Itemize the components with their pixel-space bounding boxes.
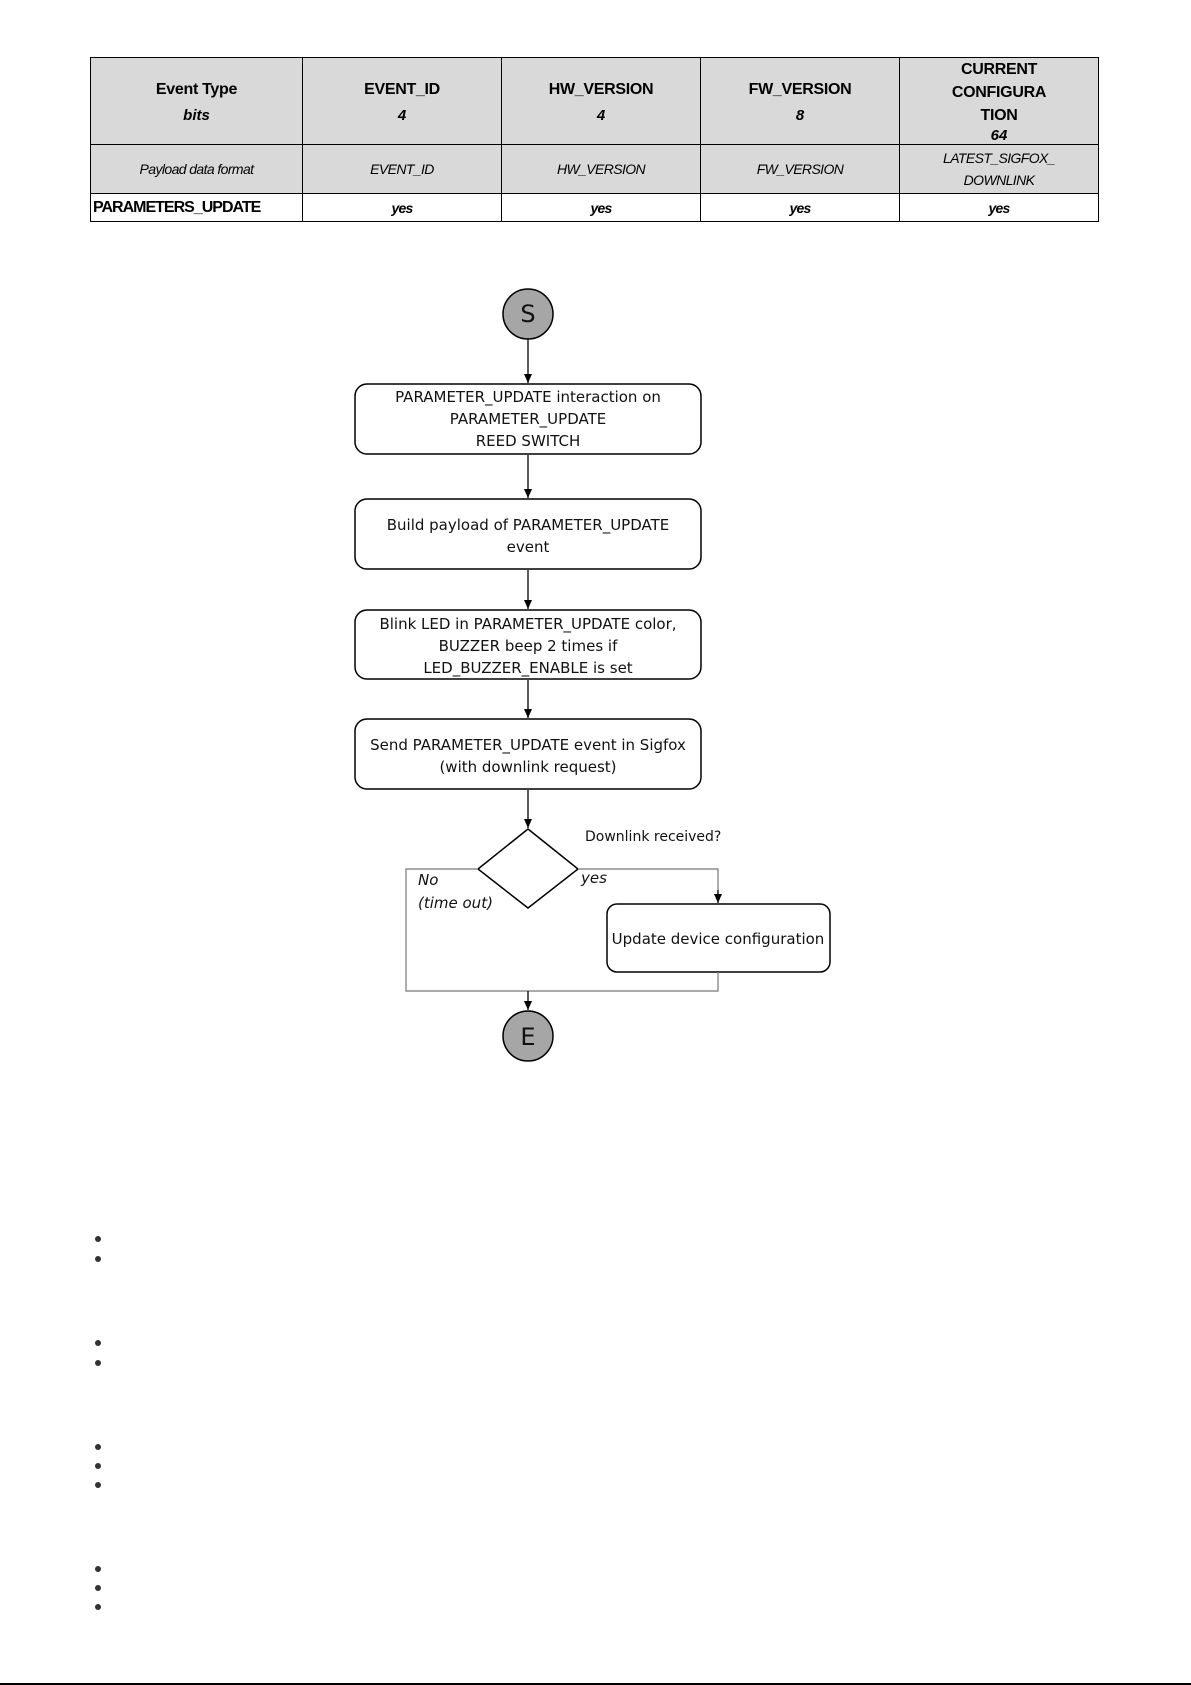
step-text-line: PARAMETER_UPDATE interaction on [395, 388, 661, 407]
format-label: Payload data format [139, 161, 255, 177]
table-event-row: PARAMETERS_UPDATE yes yes yes yes [90, 193, 1099, 222]
bullet-marker [95, 1256, 101, 1262]
no-label: No [418, 871, 438, 889]
step-text-line: (with downlink request) [439, 758, 616, 776]
format-label: EVENT_ID [370, 161, 434, 177]
value-cell: yes [700, 193, 900, 222]
step-text-line: Build payload of PARAMETER_UPDATE [387, 516, 670, 535]
header-bits: 4 [596, 107, 606, 124]
no-label: (time out) [418, 894, 493, 912]
step-text-line: LED_BUZZER_ENABLE is set [423, 659, 632, 678]
payload-format-table: Event Type bits EVENT_ID 4 HW_VERSION 4 … [90, 57, 1099, 222]
header-cell-event-id: EVENT_ID 4 [302, 57, 502, 145]
format-label: HW_VERSION [556, 161, 646, 177]
step-blink-led-buzzer: Blink LED in PARAMETER_UPDATE color, BUZ… [354, 609, 702, 680]
step-send-sigfox-event: Send PARAMETER_UPDATE event in Sigfox (w… [354, 718, 702, 790]
header-name: Event Type [155, 81, 238, 98]
bullet-marker [95, 1340, 101, 1346]
end-label: E [520, 1023, 535, 1051]
step-update-device-configuration: Update device configuration [606, 903, 831, 973]
header-cell-hw-version: HW_VERSION 4 [501, 57, 701, 145]
start-terminal: S [502, 288, 554, 340]
step-text-line: REED SWITCH [476, 432, 581, 450]
value-cell: yes [899, 193, 1099, 222]
header-cell-current-configuration: CURRENT CONFIGURA TION 64 [899, 57, 1099, 145]
table-header-row: Event Type bits EVENT_ID 4 HW_VERSION 4 … [90, 57, 1099, 145]
header-name: CURRENT CONFIGURA TION [951, 61, 1047, 124]
bullet-marker [95, 1585, 101, 1591]
format-cell: LATEST_SIGFOX_ DOWNLINK [899, 144, 1099, 194]
value-cell: yes [501, 193, 701, 222]
format-label: FW_VERSION [756, 161, 844, 177]
step-build-payload: Build payload of PARAMETER_UPDATE event [354, 498, 702, 570]
step-text-line: event [507, 538, 550, 556]
header-name: HW_VERSION [548, 81, 654, 98]
bullet-marker [95, 1482, 101, 1488]
header-bits: 4 [397, 107, 407, 124]
header-bits: 8 [795, 107, 805, 124]
step-text-line: Blink LED in PARAMETER_UPDATE color, [379, 615, 676, 634]
header-name: FW_VERSION [748, 81, 852, 98]
header-name: EVENT_ID [364, 81, 440, 98]
header-bits: 64 [990, 127, 1008, 144]
header-cell-fw-version: FW_VERSION 8 [700, 57, 900, 145]
bullet-marker [95, 1444, 101, 1450]
bullet-marker [95, 1566, 101, 1572]
header-cell-event-type: Event Type bits [90, 57, 303, 145]
step-reed-switch-interaction: PARAMETER_UPDATE interaction on PARAMETE… [354, 383, 702, 455]
yes-label: yes [580, 869, 607, 887]
step-text-line: PARAMETER_UPDATE [450, 410, 606, 429]
bullet-marker [95, 1463, 101, 1469]
header-bits: bits [183, 107, 210, 124]
event-name-cell: PARAMETERS_UPDATE [90, 193, 303, 222]
format-label: LATEST_SIGFOX_ DOWNLINK [943, 150, 1056, 188]
bullet-marker [95, 1604, 101, 1610]
step-text-line: Send PARAMETER_UPDATE event in Sigfox [370, 736, 686, 755]
no-branch-line [405, 868, 719, 992]
format-cell: EVENT_ID [302, 144, 502, 194]
step-text-line: BUZZER beep 2 times if [439, 637, 618, 655]
page-bottom-rule [0, 1683, 1191, 1685]
decision-label: Downlink received? [585, 829, 721, 845]
value-cell: yes [302, 193, 502, 222]
format-cell: Payload data format [90, 144, 303, 194]
bullet-marker [95, 1360, 101, 1366]
end-terminal: E [502, 1010, 554, 1062]
bullet-marker [95, 1236, 101, 1242]
decision-downlink-received: Downlink received? [476, 828, 721, 909]
step-text-line: Update device configuration [612, 930, 825, 948]
start-label: S [520, 300, 535, 328]
